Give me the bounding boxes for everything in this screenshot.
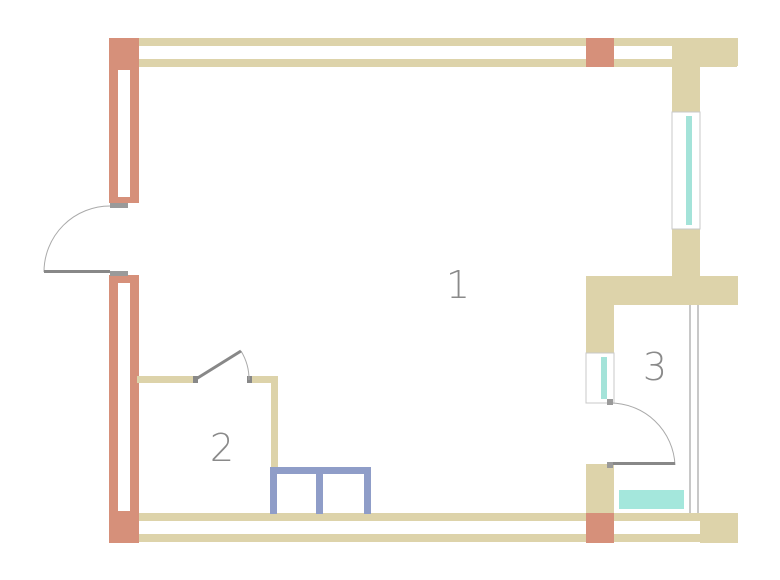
closet-wall-vertical [271, 376, 278, 469]
pillar-top-right [586, 38, 614, 67]
bathroom-door [607, 399, 676, 468]
shelf-post-2 [316, 467, 323, 514]
left-door-jamb-top [110, 203, 128, 208]
bathroom-right-line-inner [697, 305, 699, 513]
shelf-post-1 [270, 467, 277, 514]
top-wall-outer [137, 38, 737, 46]
entrance-door [43, 205, 111, 273]
closet-wall-top-right [247, 376, 278, 383]
right-wall-mid-block [672, 229, 700, 279]
room-label-2: 2 [210, 426, 234, 470]
right-wall-bottom-end [700, 513, 738, 543]
closet-door-leaf [195, 349, 242, 381]
left-wall-upper [109, 67, 139, 203]
bathroom-door-jamb-top [607, 399, 613, 405]
bathroom-right-line-outer [689, 305, 691, 513]
shelving-unit [270, 467, 371, 514]
closet-door-jamb-left [193, 376, 198, 383]
left-door-jamb-bottom [110, 271, 128, 276]
bathroom-walls [585, 276, 699, 543]
entrance-door-swing [43, 205, 111, 273]
bathroom-partition-window-frame [585, 352, 615, 404]
bathroom-partition-glass [601, 357, 607, 399]
right-window-glass [686, 116, 692, 225]
right-window [671, 111, 701, 230]
shelf-post-3 [364, 467, 371, 514]
pillar-bottom-left [109, 513, 139, 543]
room-label-1: 1 [446, 263, 470, 307]
closet-door-swing [240, 350, 250, 381]
left-wall-lower [109, 275, 139, 513]
bathroom-door-leaf [610, 462, 675, 465]
room-label-3: 3 [643, 345, 667, 389]
pillar-top-left [109, 38, 139, 67]
closet-walls [137, 376, 278, 469]
top-wall [137, 38, 737, 67]
bottom-wall [137, 513, 737, 542]
entrance-door-leaf [44, 270, 110, 273]
bathtub [619, 490, 684, 509]
corner-pillars [109, 38, 614, 543]
bathroom-door-jamb-bottom [607, 462, 613, 468]
top-wall-inner [137, 59, 737, 67]
closet-door [195, 349, 250, 381]
pillar-bottom-right [586, 513, 614, 543]
bathroom-door-swing [609, 402, 676, 466]
closet-wall-top-left [137, 376, 195, 383]
right-wall-top-end [700, 38, 738, 66]
bottom-wall-inner [137, 534, 737, 542]
right-wall-top-block [672, 38, 700, 112]
bottom-wall-outer [137, 513, 737, 521]
bathroom-wall-left-top [586, 276, 614, 353]
left-wall [109, 67, 139, 513]
